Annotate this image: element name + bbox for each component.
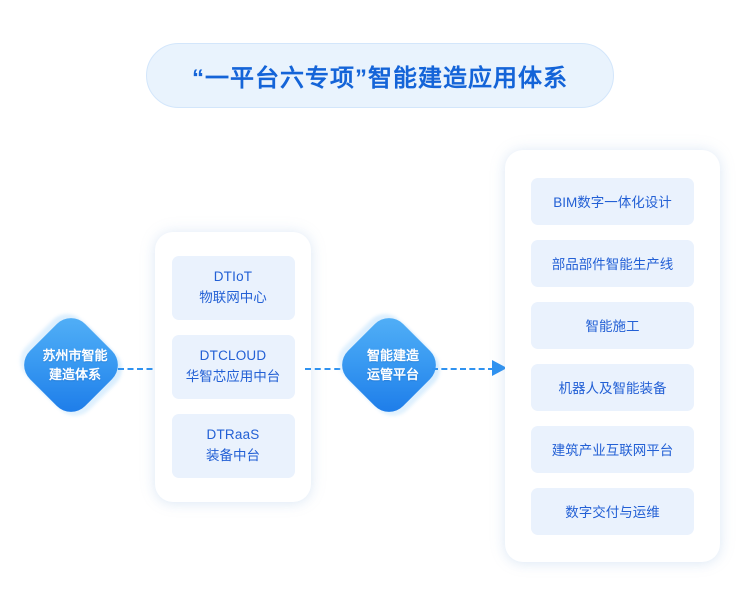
platform-card-cn: 物联网中心 [199, 290, 267, 305]
connector-platform-to-operations [305, 368, 350, 370]
application-card-label: 机器人及智能装备 [558, 381, 667, 396]
application-card-label: 数字交付与运维 [565, 505, 660, 520]
node-label-line2: 建造体系 [48, 367, 101, 382]
node-label-line1: 智能建造 [366, 348, 419, 364]
application-card[interactable]: BIM数字一体化设计 [531, 177, 694, 225]
node-label-line1: 苏州市智能 [42, 348, 108, 364]
page-title: “一平台六专项”智能建造应用体系 [192, 65, 568, 92]
node-label: 智能建造 运管平台 [344, 320, 442, 412]
platform-card-en: DTIoT [213, 269, 253, 285]
diagram-title-pill: “一平台六专项”智能建造应用体系 [146, 43, 614, 108]
application-panel: BIM数字一体化设计 部品部件智能生产线 智能施工 机器人及智能装备 建筑产业互… [505, 150, 720, 562]
connector-operations-to-applications [432, 368, 494, 370]
node-suzhou-system[interactable]: 苏州市智能 建造体系 [11, 305, 131, 425]
application-card-label: 建筑产业互联网平台 [551, 443, 674, 458]
application-card[interactable]: 数字交付与运维 [531, 487, 694, 535]
platform-card-en: DTRaaS [206, 427, 260, 443]
platform-card[interactable]: DTCLOUD 华智芯应用中台 [171, 335, 295, 399]
platform-card[interactable]: DTIoT 物联网中心 [171, 256, 295, 320]
application-card-label: BIM数字一体化设计 [553, 195, 672, 210]
platform-card-cn: 装备中台 [206, 448, 260, 463]
platform-panel: DTIoT 物联网中心 DTCLOUD 华智芯应用中台 DTRaaS 装备中台 [155, 232, 311, 502]
node-label: 苏州市智能 建造体系 [26, 320, 124, 412]
application-card-label: 部品部件智能生产线 [551, 257, 674, 272]
application-card[interactable]: 机器人及智能装备 [531, 363, 694, 411]
application-card[interactable]: 建筑产业互联网平台 [531, 425, 694, 473]
platform-card[interactable]: DTRaaS 装备中台 [171, 414, 295, 478]
node-label-line2: 运管平台 [366, 367, 419, 382]
application-card[interactable]: 智能施工 [531, 301, 694, 349]
platform-card-cn: 华智芯应用中台 [185, 369, 281, 384]
arrow-right-icon [492, 360, 507, 376]
application-card[interactable]: 部品部件智能生产线 [531, 239, 694, 287]
platform-card-en: DTCLOUD [199, 348, 267, 364]
node-operations-platform[interactable]: 智能建造 运管平台 [329, 305, 449, 425]
application-card-label: 智能施工 [585, 319, 640, 334]
connector-left-to-platform [118, 368, 162, 370]
